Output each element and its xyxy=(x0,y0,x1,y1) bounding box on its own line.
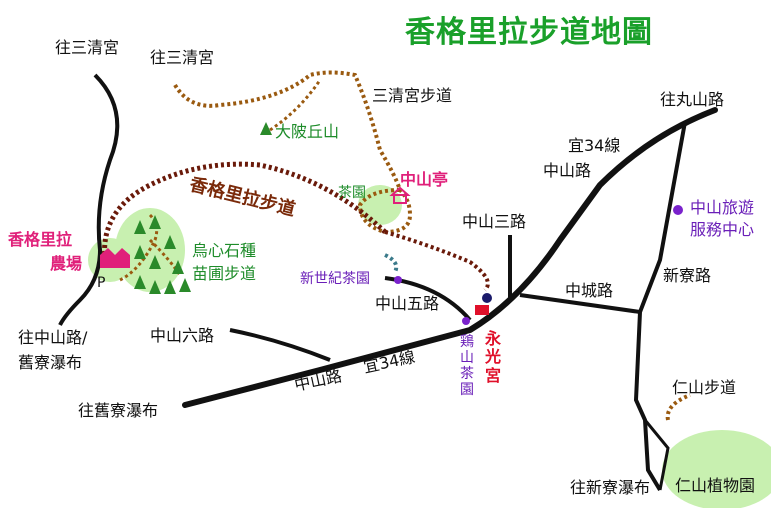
pavilion-icon xyxy=(389,186,411,204)
trees xyxy=(134,215,191,294)
label-yongguang-temple: 永光宮 xyxy=(484,329,501,385)
label-yi34-top: 宜34線 xyxy=(568,136,621,155)
label-farm-2: 農場 xyxy=(50,254,83,273)
temple-icon xyxy=(475,305,489,315)
road-west xyxy=(58,73,120,326)
navy-dot xyxy=(482,293,492,303)
label-to-xinliao: 往新寮瀑布 xyxy=(570,478,651,497)
label-zhongshan-3rd: 中山三路 xyxy=(462,212,527,231)
label-farm-1: 香格里拉 xyxy=(8,230,73,249)
label-sanqing-trail: 三清宮步道 xyxy=(372,86,453,105)
label-tea-garden: 茶園 xyxy=(338,185,366,201)
label-zhongshan-pavilion: 中山亭 xyxy=(400,170,449,189)
road-xinliao xyxy=(633,121,687,492)
label-zhongshan-rd-top: 中山路 xyxy=(543,161,592,180)
label-dalingqiu: 大陂丘山 xyxy=(275,122,340,141)
road-xinliao-branch xyxy=(643,419,670,491)
jishan-tea-dot xyxy=(462,317,470,325)
trail-pavilion-down xyxy=(384,230,490,292)
visitor-center-dot xyxy=(673,205,683,215)
renshan-botanical-area xyxy=(662,430,771,508)
label-renshan-trail: 仁山步道 xyxy=(672,378,737,397)
label-wuxin-2: 苗圃步道 xyxy=(192,264,257,283)
label-visitor-center-1: 中山旅遊 xyxy=(690,198,755,217)
label-to-wanshan: 往丸山路 xyxy=(660,90,725,109)
mountain-icon xyxy=(260,122,272,135)
label-zhongshan-5th: 中山五路 xyxy=(375,294,440,313)
label-to-zhongshan-1: 往中山路/ xyxy=(18,328,88,347)
road-zhongcheng xyxy=(519,293,641,314)
label-xinliao-rd: 新寮路 xyxy=(663,266,712,285)
label-wuxin-1: 烏心石種 xyxy=(192,241,257,260)
label-renshan-botanical: 仁山植物園 xyxy=(675,476,756,495)
label-to-zhongshan-2: 舊寮瀑布 xyxy=(18,353,83,372)
label-to-sanqing-1: 往三清宮 xyxy=(55,38,120,57)
trail-sanqing-branch xyxy=(269,79,322,132)
label-parking: P xyxy=(97,275,106,291)
label-zhongshan-6th: 中山六路 xyxy=(150,326,215,345)
label-jishan-tea: 鶏山茶園 xyxy=(460,334,474,399)
map-title: 香格里拉步道地圖 xyxy=(405,15,653,50)
trail-shangrila xyxy=(102,161,387,261)
road-yi34-main xyxy=(182,107,718,408)
label-to-sanqing-2: 往三清宮 xyxy=(150,48,215,67)
road-zhongshan-6th xyxy=(229,328,331,362)
trail-new-century xyxy=(384,253,399,273)
label-zhongcheng-rd: 中城路 xyxy=(565,281,614,300)
farm-icon xyxy=(100,248,130,268)
label-to-jiuliao: 往舊寮瀑布 xyxy=(78,401,159,420)
label-visitor-center-2: 服務中心 xyxy=(690,220,755,239)
new-century-dot xyxy=(394,276,402,284)
trail-renshan xyxy=(665,393,691,421)
label-new-century-tea: 新世紀茶園 xyxy=(300,271,370,287)
